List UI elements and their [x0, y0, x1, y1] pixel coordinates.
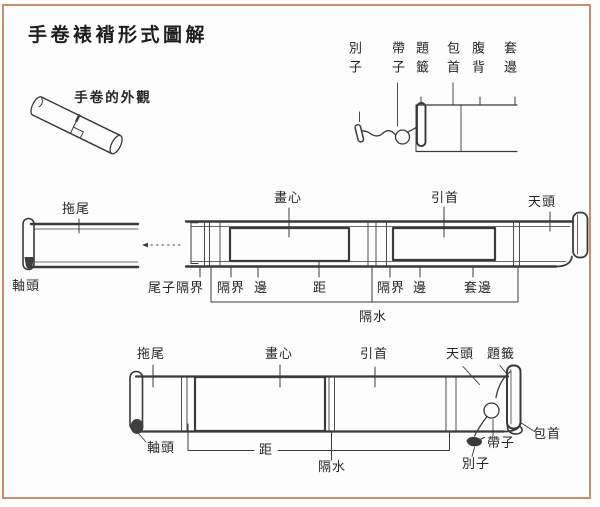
label-zhoutou-bottom: 軸頭: [146, 440, 176, 455]
label-taobian-rolled: 套邊: [502, 41, 517, 79]
label-tuowei-bottom: 拖尾: [136, 346, 166, 361]
label-geshui-mid: 隔水: [358, 309, 388, 324]
label-gejie-left-mid: 隔界: [216, 280, 246, 295]
label-fubei-rolled: 腹背: [470, 41, 485, 79]
label-huaxin-mid: 畫心: [273, 190, 303, 205]
label-tiqian-rolled: 題籤: [414, 41, 429, 79]
tie-loop: [394, 129, 411, 145]
label-ju-mid: 距: [312, 280, 328, 295]
page-title: 手卷裱褙形式圖解: [28, 25, 209, 46]
label-biezi-rolled: 別子: [347, 41, 362, 79]
tie-cord-2: [360, 129, 397, 137]
handscroll-exterior-drawing: [30, 96, 123, 155]
tie-cord-2: [473, 415, 488, 437]
label-yinshou-mid: 引首: [430, 190, 460, 205]
tie-cord: [495, 371, 511, 399]
exterior-caption: 手卷的外觀: [74, 90, 152, 105]
label-huaxin-bottom: 畫心: [264, 346, 294, 361]
label-taobian-mid: 套邊: [463, 280, 493, 295]
label-baoshou-bottom: 包首: [532, 426, 562, 441]
label-tiqian-bottom: 題籤: [486, 346, 516, 361]
clasp-drawing: [466, 436, 482, 447]
compact-scroll-drawing: [129, 364, 534, 461]
baoshou-curl: [506, 425, 523, 435]
label-zhoutou-mid: 軸頭: [11, 278, 41, 293]
label-yinshou-bottom: 引首: [359, 346, 389, 361]
tie-loop: [483, 402, 500, 419]
label-gejie-right-mid: 隔界: [376, 280, 406, 295]
clasp-drawing: [354, 123, 365, 143]
geshui-bracket: [210, 266, 519, 303]
label-ju-bottom: 距: [258, 442, 274, 457]
rolled-end-view-drawing: [354, 82, 518, 153]
label-tiantou-mid: 天頭: [527, 194, 557, 209]
label-tiantou-bottom: 天頭: [445, 346, 475, 361]
break-arrow: [142, 242, 148, 248]
axle-knob: [130, 419, 144, 434]
painting-panel: [193, 375, 327, 433]
label-daizi-rolled: 帶子: [390, 41, 405, 79]
label-tuowei-mid: 拖尾: [61, 201, 91, 216]
label-daizi-bottom: 帶子: [486, 435, 516, 450]
label-baoshou-rolled: 包首: [445, 41, 460, 79]
label-geshui-bottom: 隔水: [317, 459, 347, 474]
label-weizigejie-mid: 尾子隔界: [147, 280, 205, 295]
label-bian-right-mid: 邊: [412, 280, 428, 295]
label-bian-left-mid: 邊: [253, 280, 269, 295]
unrolled-scroll-drawing: [22, 206, 589, 303]
label-biezi-bottom: 別子: [461, 456, 491, 471]
